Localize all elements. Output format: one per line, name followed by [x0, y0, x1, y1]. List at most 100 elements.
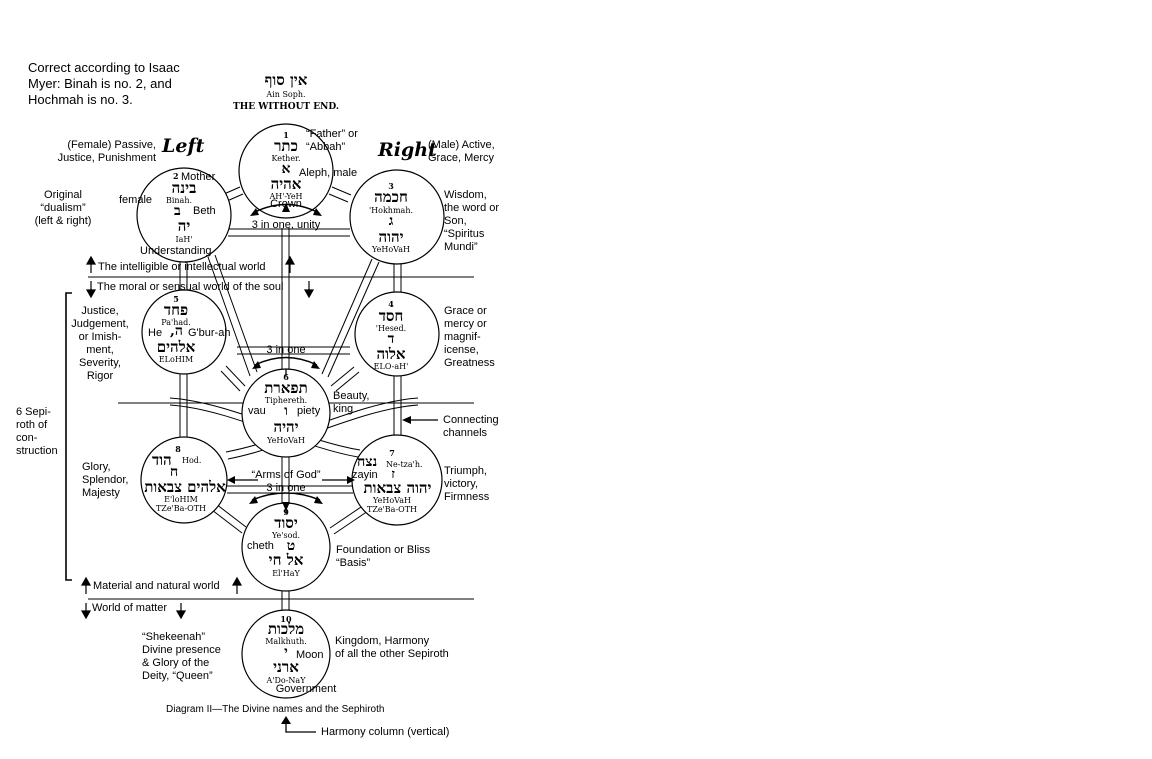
hesed-hebrew: חסד	[378, 307, 404, 325]
hesed-divine-name: אלוה	[376, 345, 406, 363]
three-in-one-arc	[254, 356, 318, 366]
yesod-description: Foundation or Bliss “Basis”	[336, 544, 431, 569]
binah-translit: Binah.	[165, 196, 193, 205]
diagram-caption: Diagram II—The Divine names and the Seph…	[166, 704, 385, 715]
hokhmah-divine-translit: YeHoVaH	[372, 245, 410, 254]
three-in-one-arc-b	[251, 492, 321, 501]
channel	[215, 503, 247, 528]
arms-of-god-label: “Arms of God”	[251, 469, 321, 481]
malkhuth-letter: י	[284, 644, 288, 660]
hesed-translit: 'Hesed.	[375, 324, 407, 333]
tiphereth-description: Beauty, king	[333, 390, 370, 415]
original-dualism: Original “dualism” (left & right)	[34, 189, 92, 227]
binah-mother: Mother	[181, 171, 216, 183]
arc-arrowhead	[252, 361, 261, 369]
channel	[331, 186, 352, 196]
left-word: Left	[162, 135, 205, 157]
ain-soph-title: THE WITHOUT END.	[233, 102, 339, 112]
kether-divine-name: אהיה	[270, 175, 302, 193]
hokhmah-letter: ג	[388, 213, 394, 229]
pahad-letter: ה,	[170, 323, 183, 339]
netzah-divine-translit: YeHoVaH TZe'Ba-OTH	[366, 496, 418, 514]
hod-letter: ח	[169, 464, 179, 480]
world-arrowhead	[303, 289, 315, 299]
hesed-letter: ד	[387, 331, 395, 347]
world-moral: The moral or sensual world of the soul	[97, 281, 284, 293]
kether-aleph-note: Aleph, male	[299, 167, 358, 179]
binah-divine-name: יה	[177, 217, 191, 235]
arc-arrowhead	[314, 496, 323, 504]
harmony-arrowhead	[281, 716, 291, 724]
sephira-circle-hokhmah	[349, 169, 445, 265]
world-arrowhead	[80, 576, 92, 586]
tiphereth-translit: Tiphereth.	[264, 396, 308, 405]
netzah-zayin: zayin	[352, 469, 378, 481]
binah-female: female	[119, 194, 153, 206]
pahad-translit: Pa'had.	[161, 318, 191, 327]
hesed-divine-translit: ELO-aH'	[373, 362, 409, 371]
binah-understanding: Understanding	[140, 245, 212, 257]
channel	[328, 193, 349, 203]
hesed-number: 4	[388, 299, 394, 309]
hokhmah-description: Wisdom, the word or Son, “Spiritus Mundi…	[444, 189, 500, 253]
left-description: (Female) Passive, Justice, Punishment	[57, 139, 156, 164]
arc-arrowhead	[313, 208, 322, 216]
hod-description: Glory, Splendor, Majesty	[82, 461, 129, 499]
arc-arrowhead	[250, 208, 259, 216]
sephira-circle-kether	[238, 123, 334, 219]
harmony-column-label: Harmony column (vertical)	[321, 726, 450, 738]
channel	[214, 254, 258, 373]
tiphereth-divine-translit: YeHoVaH	[267, 436, 305, 445]
arc-arrowhead	[249, 496, 258, 504]
bracket	[65, 292, 72, 581]
pahad-number: 5	[173, 294, 179, 304]
binah-divine-translit: IaH'	[175, 235, 193, 244]
sephira-circle-pahad	[141, 289, 227, 375]
world-intelligible: The intelligible or intellectual world	[98, 261, 266, 273]
malkhuth-hebrew: מלכות	[267, 620, 305, 638]
sephira-circle-malkhuth	[241, 609, 331, 699]
ain-soph-translit: Ain Soph.	[266, 90, 306, 99]
binah-number: 2	[173, 171, 179, 181]
hokhmah-translit: 'Hokhmah.	[368, 206, 414, 215]
yesod-translit: Ye'sod.	[271, 531, 301, 540]
sephira-circle-hesed	[354, 291, 440, 377]
yesod-divine-translit: El'HaY	[272, 569, 300, 578]
three-in-one-unity: 3 in one, unity	[251, 219, 321, 231]
arc-arrowhead	[282, 203, 290, 212]
world-arrowhead	[85, 289, 97, 299]
pahad-description: Justice, Judgement, or Imish- ment, Seve…	[71, 305, 129, 382]
pahad-divine-translit: ELoHIM	[158, 355, 194, 364]
hesed-description: Grace or mercy or magnif- icense, Greatn…	[444, 305, 495, 369]
three-in-one-label-b: 3 in one	[266, 482, 306, 494]
malkhuth-moon: Moon	[296, 649, 324, 661]
channel	[327, 261, 380, 378]
world-matter: World of matter	[92, 602, 167, 614]
channel	[321, 258, 373, 375]
netzah-number: 7	[389, 448, 395, 458]
kether-hebrew: כתר	[274, 137, 298, 155]
arc-arrowhead	[311, 361, 320, 369]
connecting-channels-label: Connecting channels	[443, 414, 499, 439]
pahad-hebrew: פחד	[163, 301, 189, 319]
channel	[330, 366, 355, 387]
pahad-divine-name: אלהים	[156, 338, 196, 356]
tiphereth-hebrew: תפארת	[264, 379, 308, 397]
yesod-letter: ט	[286, 538, 296, 554]
world-arrowhead	[85, 255, 97, 265]
channel	[225, 365, 246, 387]
yesod-divine-name: אל חי	[268, 551, 304, 569]
ain-soph-hebrew: אין סוף	[264, 71, 308, 89]
channel	[207, 256, 251, 377]
pahad-gburah: G'bur-ah	[188, 327, 231, 339]
channel	[220, 370, 241, 392]
malkhuth-translit: Malkhuth.	[265, 637, 307, 646]
right-word: Right	[378, 139, 437, 161]
hod-hebrew: הוד	[152, 451, 172, 469]
kether-crown: Crown	[270, 198, 302, 210]
malkhuth-number: 10	[280, 614, 292, 624]
kether-father-note: “Father” or “Abbah”	[306, 128, 358, 153]
yesod-cheth: cheth	[247, 540, 274, 552]
arc-arrowhead	[227, 476, 235, 484]
